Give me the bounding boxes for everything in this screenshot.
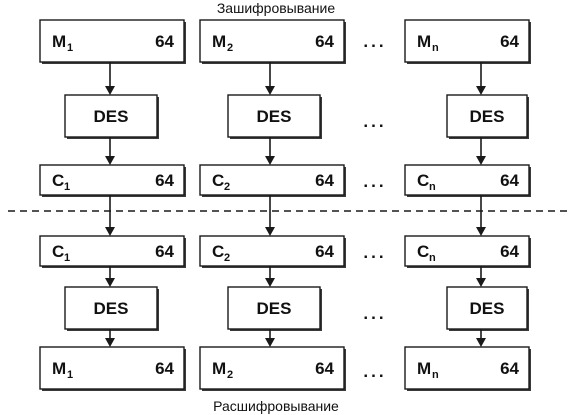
col-1-plaintext-in-size: 64 [155, 32, 174, 51]
col-3-arrow-des-to-c-head [476, 156, 486, 165]
col-3-plaintext-out-subscript: n [432, 369, 439, 381]
col-2-plaintext-in-size: 64 [315, 32, 334, 51]
col-2-plaintext-out [199, 346, 345, 390]
col-1-des-encrypt-label: DES [94, 107, 129, 126]
caption-decryption: Расшифровывание [213, 398, 339, 414]
col-1-plaintext-out-letter: M [52, 359, 66, 378]
ellipsis-c-top: ... [363, 172, 386, 191]
col-1-plaintext-in-subscript: 1 [67, 42, 73, 54]
col-2-ciphertext-in [199, 235, 345, 267]
col-1-plaintext-out [39, 346, 185, 390]
col-2-arrow-transfer-head [265, 227, 275, 236]
col-2-des-encrypt-label: DES [257, 107, 292, 126]
col-2-plaintext-in [199, 19, 345, 63]
col-2-ciphertext-out [199, 164, 345, 196]
col-3-plaintext-in [404, 19, 530, 63]
col-1-arrow-m-to-des-head [105, 86, 115, 95]
col-1-plaintext-in-letter: M [52, 32, 66, 51]
ellipsis-m-bottom: ... [363, 362, 386, 381]
col-3-ciphertext-out-subscript: n [429, 181, 436, 193]
col-2-arrow-m-to-des-head [265, 86, 275, 95]
ellipsis-c-bottom: ... [363, 243, 386, 262]
col-2-plaintext-out-size: 64 [315, 359, 334, 378]
ellipsis-des-bottom: ... [363, 304, 386, 323]
col-1-ciphertext-in-subscript: 1 [64, 252, 70, 264]
col-2-plaintext-in-letter: M [212, 32, 226, 51]
ellipsis-m-top: ... [363, 32, 386, 51]
col-2-des-encrypt [227, 94, 321, 138]
col-3-plaintext-in-size: 64 [500, 32, 519, 51]
col-2-ciphertext-in-subscript: 2 [224, 252, 230, 264]
col-1-ciphertext-out-letter: C [52, 171, 64, 190]
col-3-plaintext-out-letter: M [417, 359, 431, 378]
col-1-ciphertext-in-size: 64 [155, 242, 174, 261]
col-1-plaintext-out-subscript: 1 [67, 369, 73, 381]
col-3-plaintext-in-subscript: n [432, 42, 439, 54]
col-3-arrow-c-to-des-head [476, 278, 486, 287]
col-3-plaintext-in-letter: M [417, 32, 431, 51]
col-2-arrow-c-to-des-head [265, 278, 275, 287]
col-3-arrow-transfer-head [476, 227, 486, 236]
col-2-ciphertext-out-size: 64 [315, 171, 334, 190]
col-3-arrow-m-to-des-head [476, 86, 486, 95]
col-3-ciphertext-out-letter: C [417, 171, 429, 190]
col-2-ciphertext-out-letter: C [212, 171, 224, 190]
col-3-plaintext-out-size: 64 [500, 359, 519, 378]
col-2-plaintext-in-subscript: 2 [227, 42, 233, 54]
col-3-des-decrypt-label: DES [470, 299, 505, 318]
col-1-arrow-des-to-c-head [105, 156, 115, 165]
col-1-des-decrypt [64, 286, 158, 330]
col-2-ciphertext-in-size: 64 [315, 242, 334, 261]
col-1-ciphertext-in [39, 235, 185, 267]
col-3-ciphertext-out [404, 164, 530, 196]
col-3-ciphertext-in [404, 235, 530, 267]
col-1-ciphertext-out-subscript: 1 [64, 181, 70, 193]
col-1-des-encrypt [64, 94, 158, 138]
col-2-arrow-des-to-m-head [265, 338, 275, 347]
col-3-des-encrypt-label: DES [470, 107, 505, 126]
col-3-ciphertext-in-subscript: n [429, 252, 436, 264]
col-3-des-encrypt [446, 94, 528, 138]
ellipsis-des-top: ... [363, 112, 386, 131]
col-1-ciphertext-out [39, 164, 185, 196]
col-2-ciphertext-in-letter: C [212, 242, 224, 261]
col-1-arrow-transfer-head [105, 227, 115, 236]
col-2-plaintext-out-letter: M [212, 359, 226, 378]
col-2-arrow-des-to-c-head [265, 156, 275, 165]
col-3-ciphertext-out-size: 64 [500, 171, 519, 190]
col-2-ciphertext-out-subscript: 2 [224, 181, 230, 193]
col-1-plaintext-out-size: 64 [155, 359, 174, 378]
col-1-plaintext-in [39, 19, 185, 63]
col-3-ciphertext-in-size: 64 [500, 242, 519, 261]
col-2-des-decrypt [227, 286, 321, 330]
col-3-ciphertext-in-letter: C [417, 242, 429, 261]
col-2-plaintext-out-subscript: 2 [227, 369, 233, 381]
col-3-des-decrypt [446, 286, 528, 330]
col-1-ciphertext-in-letter: C [52, 242, 64, 261]
col-1-arrow-des-to-m-head [105, 338, 115, 347]
caption-encryption: Зашифровывание [217, 0, 336, 16]
col-3-plaintext-out [404, 346, 530, 390]
col-1-des-decrypt-label: DES [94, 299, 129, 318]
col-3-arrow-des-to-m-head [476, 338, 486, 347]
col-2-des-decrypt-label: DES [257, 299, 292, 318]
col-1-ciphertext-out-size: 64 [155, 171, 174, 190]
col-1-arrow-c-to-des-head [105, 278, 115, 287]
